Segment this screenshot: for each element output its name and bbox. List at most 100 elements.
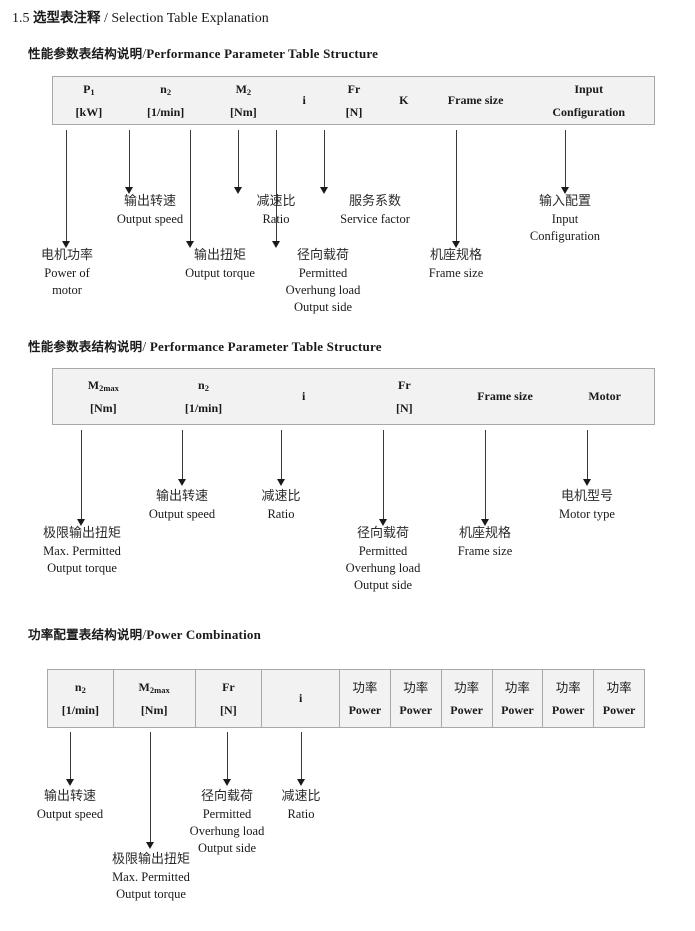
callout-s1-overhung-cn: 径向载荷 — [296, 248, 350, 263]
callout-s2-ratio-cn: 减速比 — [261, 489, 301, 504]
callout-s1-input-en-1: Input — [551, 211, 579, 226]
table3-col-power-6: 功率 Power — [594, 670, 644, 727]
table3-col-i: i — [262, 670, 341, 727]
table3-col-power-1: 功率 Power — [340, 670, 391, 727]
callout-s3-max-torque-cn: 极限输出扭矩 — [111, 852, 191, 867]
callout-s1-power-of-motor: 电机功率 Power of motor — [41, 247, 93, 299]
table1-col-input-bottom: Configuration — [552, 104, 626, 119]
arrow-down-icon-s2-overhung-load — [379, 430, 388, 526]
callout-s2-speed-en-1: Output speed — [148, 506, 216, 521]
callout-s1-power-cn: 电机功率 — [40, 248, 94, 263]
arrow-down-icon-s3-overhung-load — [223, 732, 232, 786]
callout-s1-frame-size: 机座规格 Frame size — [429, 247, 484, 282]
callout-s2-overhung-cn: 径向载荷 — [356, 526, 410, 541]
callout-s3-overhung-cn: 径向载荷 — [200, 789, 254, 804]
callout-s1-output-torque: 输出扭矩 Output torque — [185, 247, 255, 282]
table1-col-m2: M2 [Nm] — [207, 77, 281, 124]
arrow-down-icon-s1-power — [62, 130, 71, 248]
table3-col-m2max-top: M2max — [138, 680, 170, 696]
performance-parameter-table-1: P1 [kW] n2 [1/min] M2 [Nm] i Fr [N] K Fr… — [52, 76, 655, 125]
arrow-down-icon-s1-ratio — [234, 130, 243, 194]
callout-s2-frame-en-1: Frame size — [457, 543, 513, 558]
table1-col-i-label: i — [302, 93, 306, 108]
section-1-heading: 性能参数表结构说明/Performance Parameter Table St… — [28, 43, 378, 62]
callout-s1-frame-cn: 机座规格 — [429, 248, 482, 263]
arrow-down-icon-s3-max-torque — [146, 732, 155, 849]
callout-s2-speed-cn: 输出转速 — [155, 489, 208, 504]
table3-col-power-4: 功率 Power — [493, 670, 544, 727]
callout-s3-max-output-torque: 极限输出扭矩 Max. Permitted Output torque — [112, 851, 190, 903]
section-1-heading-cn: 性能参数表结构说明 — [28, 46, 143, 61]
callout-s2-overhung-load: 径向载荷 Permitted Overhung load Output side — [346, 525, 421, 595]
table1-col-input-top: Input — [574, 82, 604, 97]
callout-s1-service-cn: 服务系数 — [348, 194, 402, 209]
table2-col-motor: Motor — [555, 369, 654, 424]
table2-col-n2-top: n2 — [198, 378, 209, 394]
table1-col-p1-bottom: [kW] — [75, 104, 103, 119]
arrow-down-icon-s1-input-configuration — [561, 130, 570, 194]
arrow-down-icon-s1-overhung-load — [272, 130, 281, 248]
table3-col-power-6-cn: 功率 — [606, 679, 632, 695]
table2-col-fr: Fr [N] — [354, 369, 455, 424]
section-3-heading-en: Power Combination — [146, 627, 262, 642]
callout-s1-input-configuration: 输入配置 Input Configuration — [530, 193, 600, 245]
callout-s2-overhung-en-2: Overhung load — [345, 561, 421, 576]
table1-col-frame-size: Frame size — [428, 77, 524, 124]
power-combination-table: n2 [1/min] M2max [Nm] Fr [N] i 功率 Power … — [47, 669, 645, 728]
callout-s2-max-output-torque: 极限输出扭矩 Max. Permitted Output torque — [43, 525, 121, 577]
page-title: 1.5 选型表注释 / Selection Table Explanation — [12, 6, 269, 27]
table3-col-n2-top: n2 — [74, 680, 86, 696]
callout-s2-motor-en-1: Motor type — [559, 506, 615, 521]
arrow-down-icon-s2-ratio — [277, 430, 286, 486]
callout-s1-power-en-2: motor — [52, 283, 82, 298]
callout-s2-frame-cn: 机座规格 — [458, 526, 511, 541]
table1-col-i: i — [280, 77, 328, 124]
table3-col-m2max-bottom: [Nm] — [140, 702, 168, 717]
arrow-down-icon-s3-output-speed — [66, 732, 75, 786]
callout-s3-ratio-cn: 减速比 — [281, 789, 321, 804]
table1-col-m2-bottom: [Nm] — [230, 104, 257, 119]
table2-col-motor-label: Motor — [588, 389, 622, 404]
section-2-heading-en: Performance Parameter Table Structure — [149, 339, 382, 354]
table1-col-m2-top: M2 — [235, 82, 252, 98]
section-3-heading-sep: / — [142, 627, 147, 642]
callout-s3-overhung-en-1: Permitted — [202, 806, 252, 821]
callout-s2-motor-type: 电机型号 Motor type — [559, 488, 615, 523]
table3-col-power-1-cn: 功率 — [352, 679, 378, 695]
callout-s3-ratio-en-1: Ratio — [287, 806, 315, 821]
callout-s1-speed-cn: 输出转速 — [123, 194, 176, 209]
callout-s2-ratio-en-1: Ratio — [267, 506, 295, 521]
callout-s1-service-en-1: Service factor — [340, 211, 410, 226]
table3-col-fr: Fr [N] — [196, 670, 263, 727]
table2-col-n2: n2 [1/min] — [154, 369, 254, 424]
table1-col-n2: n2 [1/min] — [125, 77, 207, 124]
callout-s1-frame-en-1: Frame size — [428, 265, 484, 280]
table1-col-frame-size-label: Frame size — [447, 93, 504, 108]
performance-parameter-table-2: M2max [Nm] n2 [1/min] i Fr [N] Frame siz… — [52, 368, 655, 425]
table3-col-i-label: i — [298, 691, 303, 706]
callout-s3-overhung-en-3: Output side — [198, 841, 256, 856]
callout-s1-speed-en-1: Output speed — [116, 211, 184, 226]
callout-s1-torque-en-1: Output torque — [185, 265, 255, 280]
table1-col-fr: Fr [N] — [328, 77, 380, 124]
section-1-heading-sep: / — [142, 46, 147, 61]
section-2-heading: 性能参数表结构说明/ Performance Parameter Table S… — [28, 336, 382, 355]
table3-col-power-4-cn: 功率 — [504, 679, 530, 695]
table3-col-power-5-cn: 功率 — [555, 679, 581, 695]
table1-col-n2-bottom: [1/min] — [146, 104, 185, 119]
table3-col-fr-bottom: [N] — [220, 702, 237, 717]
callout-s1-power-en-1: Power of — [44, 265, 90, 280]
callout-s2-max-torque-en-2: Output torque — [47, 561, 117, 576]
arrow-down-icon-s1-frame-size — [452, 130, 461, 248]
callout-s3-ratio: 减速比 Ratio — [281, 788, 320, 823]
callout-s1-ratio: 减速比 Ratio — [256, 193, 295, 228]
table2-col-i: i — [253, 369, 354, 424]
callout-s1-ratio-cn: 减速比 — [256, 194, 296, 209]
table3-col-power-1-en: Power — [348, 702, 382, 717]
table3-col-power-2: 功率 Power — [391, 670, 442, 727]
section-3-heading: 功率配置表结构说明/Power Combination — [28, 624, 261, 643]
arrow-down-icon-s2-output-speed — [178, 430, 187, 486]
table2-col-i-label: i — [302, 389, 306, 404]
callout-s1-torque-cn: 输出扭矩 — [193, 248, 247, 263]
table3-col-power-3-en: Power — [450, 702, 483, 717]
